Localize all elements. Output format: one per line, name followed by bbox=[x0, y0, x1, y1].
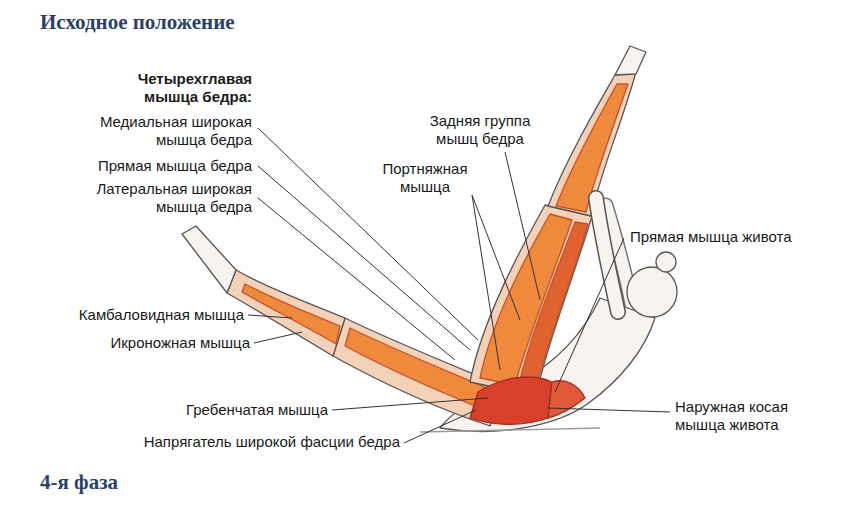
muscle-label: Прямая мышца бедра bbox=[62, 157, 252, 175]
muscle-label: Портняжная мышца bbox=[375, 160, 475, 196]
muscle-label: Прямая мышца живота bbox=[630, 228, 830, 246]
muscle-label: Гребенчатая мышца bbox=[108, 401, 328, 419]
muscle-label: Камбаловидная мышца bbox=[44, 306, 244, 324]
muscle-label: Медиальная широкая мышца бедра bbox=[62, 113, 252, 149]
muscle-label: Напрягатель широкой фасции бедра bbox=[80, 433, 400, 451]
figure bbox=[182, 46, 677, 432]
leader-lines bbox=[248, 128, 670, 443]
caption: 4-я фаза bbox=[40, 470, 118, 495]
muscle-label: Наружная косая мышца живота bbox=[675, 398, 820, 434]
muscle-label: Задняя группа мышц бедра bbox=[415, 112, 545, 148]
muscle-label: Икроножная мышца bbox=[50, 334, 250, 352]
title: Исходное положение bbox=[40, 10, 235, 35]
muscle-label: Четырехглавая мышца бедра: bbox=[102, 70, 252, 106]
muscle-label: Латеральная широкая мышца бедра bbox=[62, 180, 252, 216]
